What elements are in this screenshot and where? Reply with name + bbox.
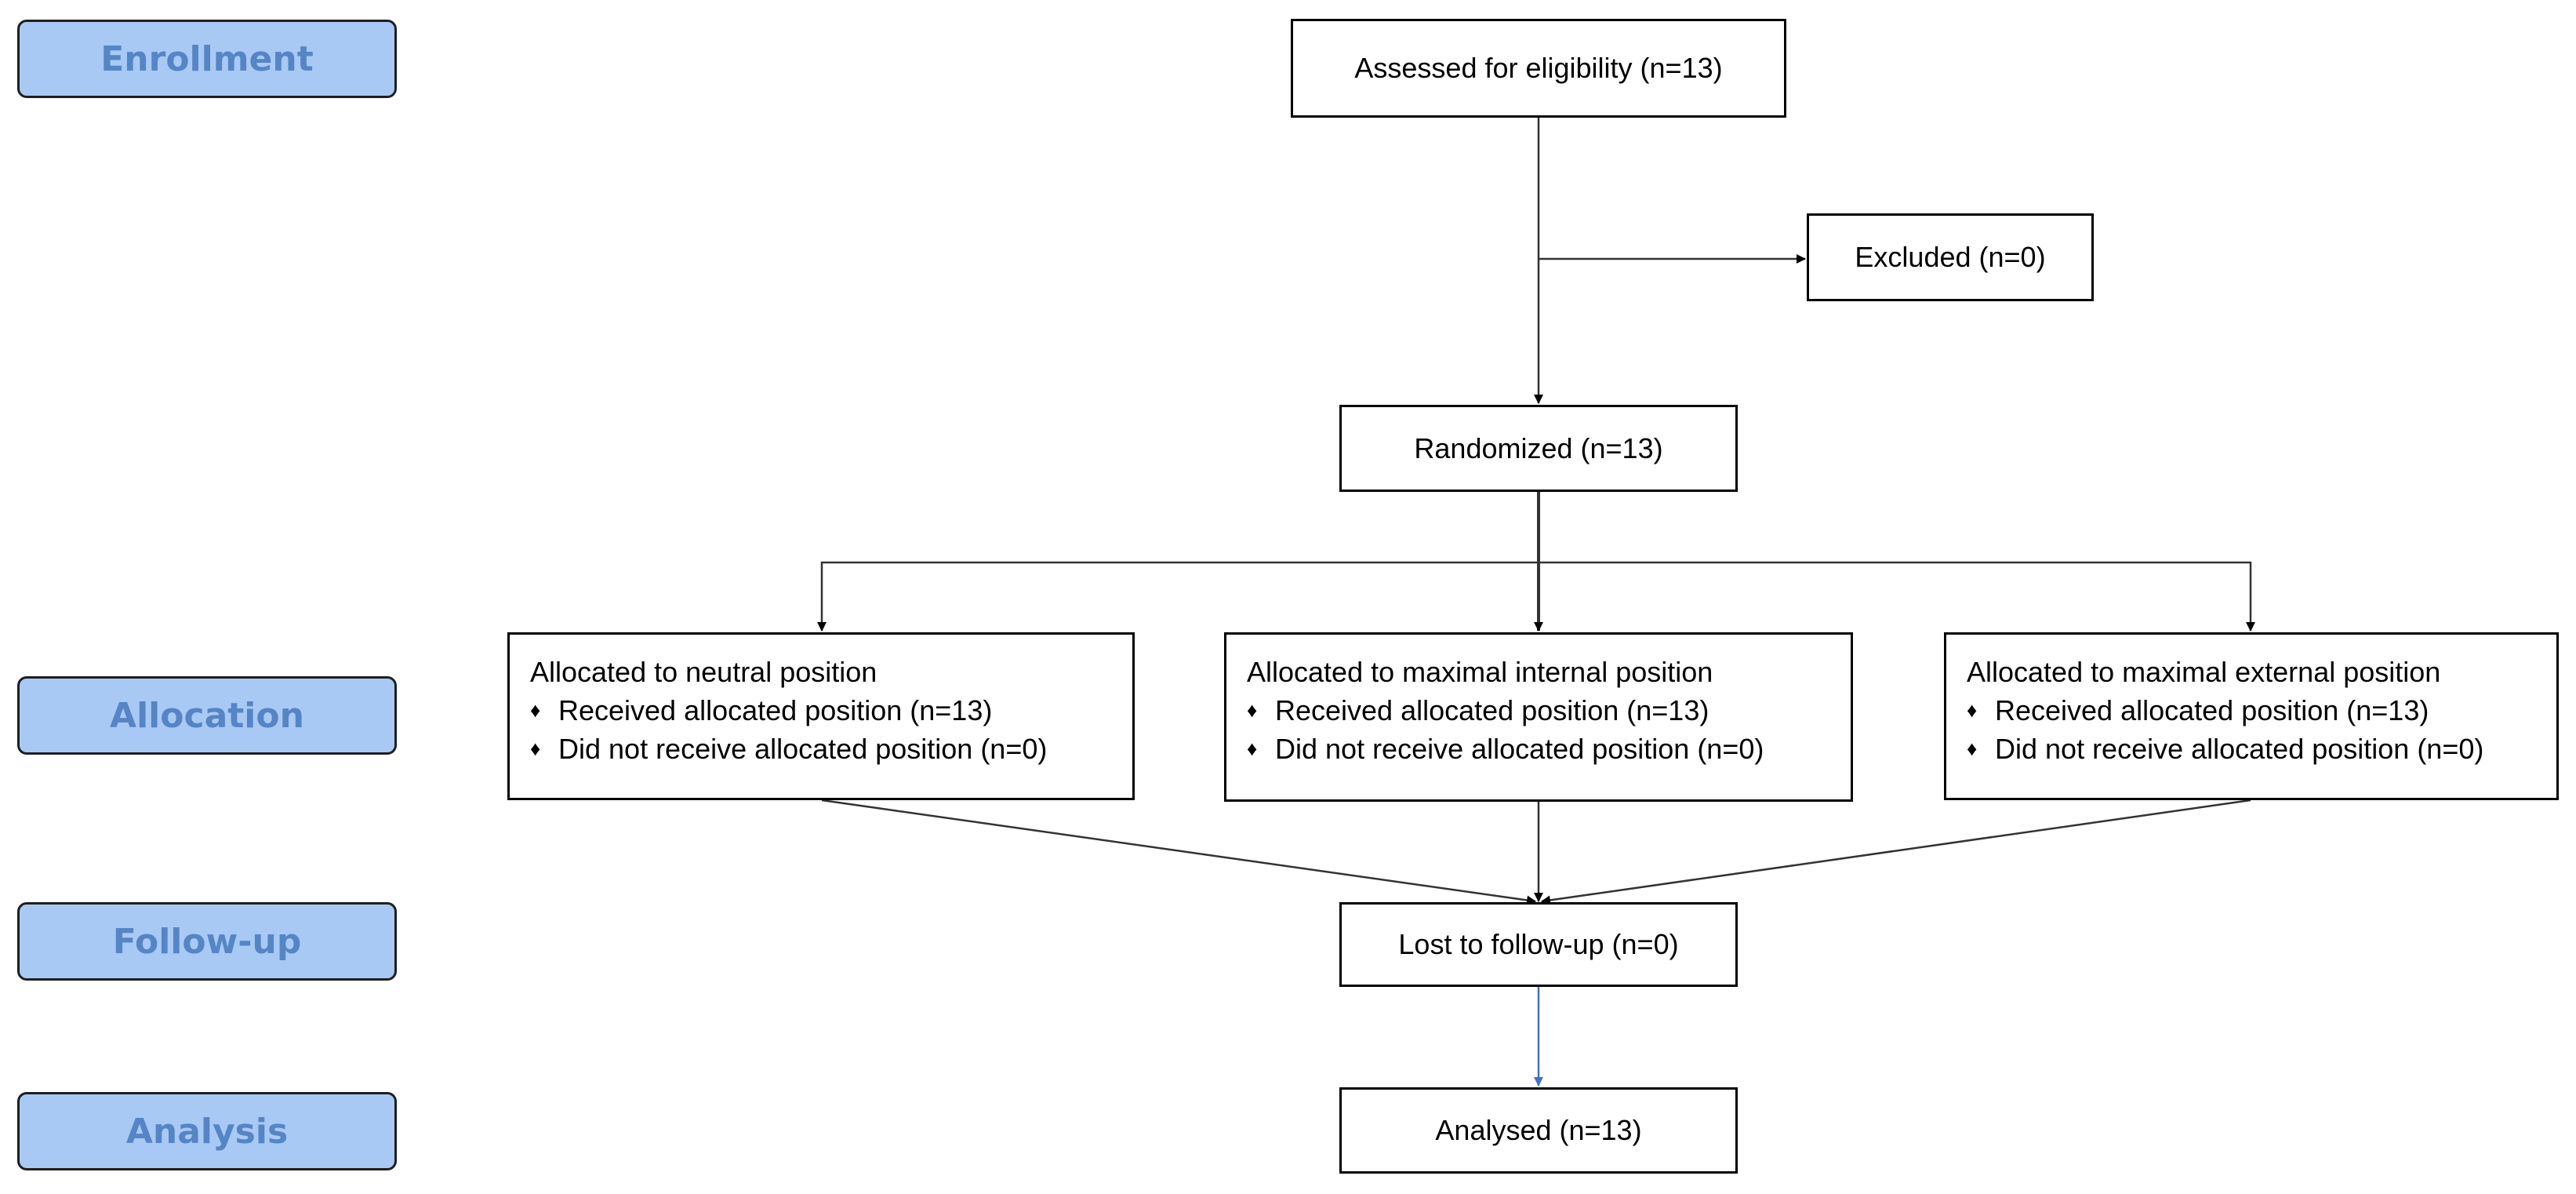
allocation-not-received-line: ♦ Did not receive allocated position (n=… [1247,732,1832,766]
diamond-bullet-icon: ♦ [1967,698,1978,723]
allocation-title: Allocated to maximal internal position [1247,656,1713,688]
lost-follow-up-box: Lost to follow-up (n=0) [1339,902,1738,987]
allocation-received: Received allocated position (n=13) [1995,694,2429,727]
allocation-not-received: Did not receive allocated position (n=0) [1995,733,2484,766]
allocation-box-internal: Allocated to maximal internal position ♦… [1224,632,1853,802]
diamond-bullet-icon: ♦ [1247,737,1258,761]
stage-follow-up: Follow-up [17,902,397,981]
assessed-box: Assessed for eligibility (n=13) [1291,19,1786,118]
stage-analysis: Analysis [17,1092,397,1170]
randomized-box: Randomized (n=13) [1339,405,1738,492]
allocation-received: Received allocated position (n=13) [1275,694,1709,727]
allocation-received: Received allocated position (n=13) [558,694,993,727]
allocation-not-received-line: ♦ Did not receive allocated position (n=… [1967,732,2538,766]
diamond-bullet-icon: ♦ [1967,737,1978,761]
excluded-box: Excluded (n=0) [1807,213,2094,301]
allocation-not-received: Did not receive allocated position (n=0) [558,733,1048,766]
connector-randomized-to-external [1539,561,2255,632]
connector-neutral-to-followup [821,799,1536,905]
allocation-box-external: Allocated to maximal external position ♦… [1944,632,2559,800]
diamond-bullet-icon: ♦ [530,698,541,723]
analysed-box: Analysed (n=13) [1339,1087,1738,1174]
allocation-not-received-line: ♦ Did not receive allocated position (n=… [530,732,1114,766]
allocation-received-line: ♦ Received allocated position (n=13) [1967,693,2538,727]
diamond-bullet-icon: ♦ [530,737,541,761]
connector-external-to-followup [1541,799,2251,905]
stage-enrollment: Enrollment [17,20,397,98]
allocation-received-line: ♦ Received allocated position (n=13) [530,693,1114,727]
allocation-not-received: Did not receive allocated position (n=0) [1275,733,1764,766]
connector-randomized-to-neutral [817,561,1539,632]
stage-allocation: Allocation [17,676,397,755]
allocation-box-neutral: Allocated to neutral position ♦ Received… [507,632,1135,800]
allocation-title: Allocated to neutral position [530,656,877,688]
allocation-received-line: ♦ Received allocated position (n=13) [1247,693,1832,727]
allocation-title: Allocated to maximal external position [1967,656,2441,688]
diamond-bullet-icon: ♦ [1247,698,1258,723]
